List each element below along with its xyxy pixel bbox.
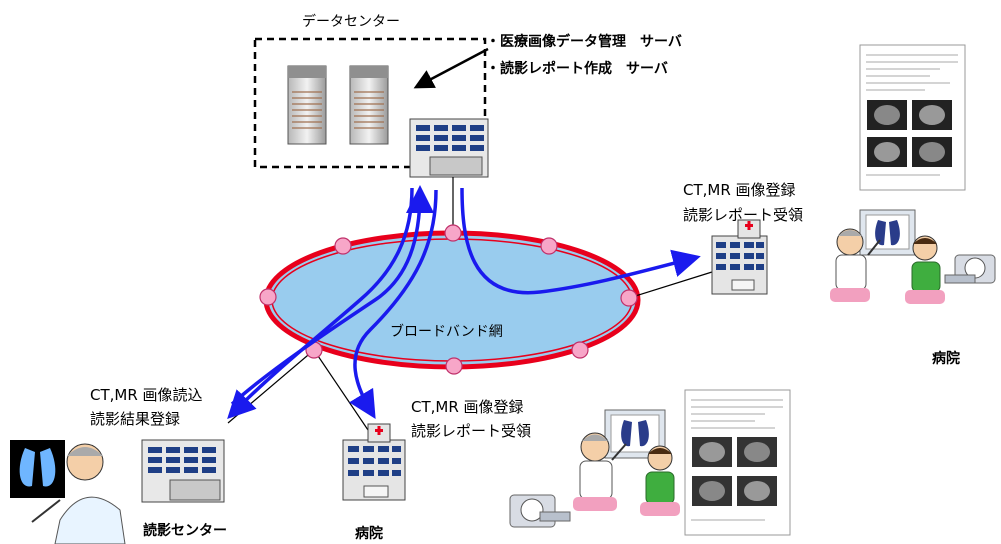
hospital-bottom-label-2: 読影レポート受領 — [411, 422, 532, 440]
datacenter-building — [409, 118, 489, 178]
reading-center-label-2: 読影結果登録 — [90, 410, 181, 428]
link-reading-center — [227, 349, 315, 424]
reading-doctor-illustration — [10, 440, 126, 544]
server-tower-2 — [349, 65, 389, 145]
server-tower-1 — [287, 65, 327, 145]
ct-scanner-bottom — [509, 494, 571, 528]
reading-center-label-1: CT,MR 画像読込 — [90, 386, 203, 404]
flow-from-reading-center — [230, 185, 434, 406]
network-node — [259, 288, 277, 306]
hospital-bottom-label-1: CT,MR 画像登録 — [411, 398, 524, 416]
datacenter-box — [253, 37, 487, 169]
flow-hospital-bottom — [349, 189, 438, 419]
flow-hospital-right — [460, 187, 701, 295]
hospital-right-label-1: CT,MR 画像登録 — [683, 181, 796, 199]
server-pointer-arrow — [413, 47, 489, 89]
reading-center-name: 読影センター — [143, 523, 227, 539]
network-node — [540, 237, 558, 255]
doctor-patient-illustration-right — [830, 209, 945, 304]
ct-scanner-right — [944, 254, 996, 284]
link-hospital-right — [628, 271, 713, 299]
network-label: ブロードバンド網 — [390, 324, 503, 340]
reading-center-building — [141, 439, 225, 503]
server-label-medical-image: ・医療画像データ管理 サーバ — [486, 34, 682, 50]
network-node — [334, 237, 352, 255]
report-document-right — [859, 44, 966, 191]
hospital-bottom-name: 病院 — [355, 526, 383, 542]
network-node — [445, 357, 463, 375]
report-document-bottom — [684, 389, 791, 536]
hospital-right-building — [711, 219, 768, 295]
hospital-right-label-2: 読影レポート受領 — [683, 206, 804, 224]
hospital-bottom-building — [342, 423, 406, 501]
network-node — [571, 341, 589, 359]
server-label-report: ・読影レポート作成 サーバ — [486, 61, 668, 77]
doctor-patient-illustration-bottom — [573, 409, 680, 516]
hospital-right-name: 病院 — [932, 351, 960, 367]
flow-to-reading-center — [227, 187, 414, 420]
datacenter-title: データセンター — [302, 14, 400, 30]
network-node — [444, 224, 462, 242]
network-node — [620, 289, 638, 307]
